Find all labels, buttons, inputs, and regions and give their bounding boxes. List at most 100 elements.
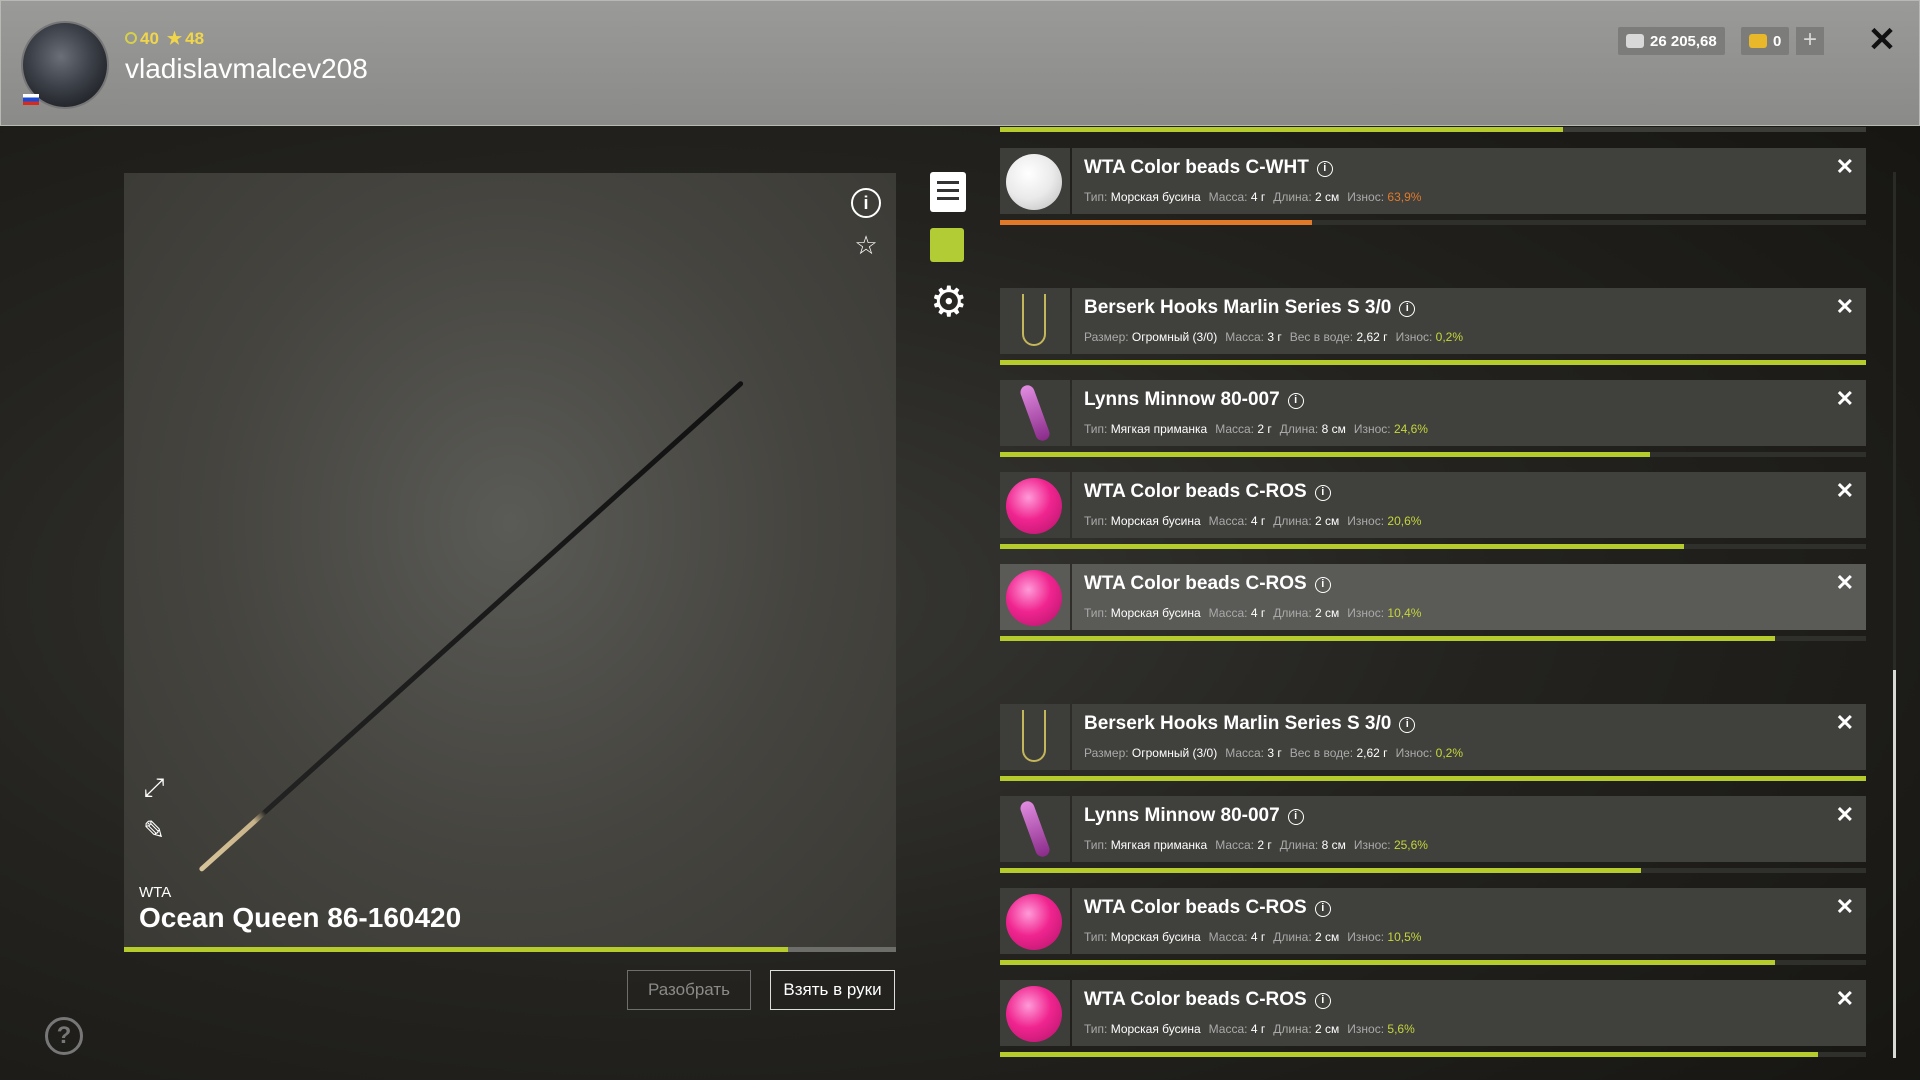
gear-icon[interactable]: ⚙ [930, 278, 968, 325]
remove-item-close-icon[interactable]: ✕ [1835, 802, 1854, 827]
hook-icon [1022, 710, 1046, 762]
item-thumbnail [1000, 888, 1070, 954]
info-icon[interactable]: i [1314, 485, 1331, 501]
item-wear-bar [1000, 636, 1866, 641]
item-thumbnail [1000, 564, 1070, 630]
item-wear-bar-fill [1000, 960, 1776, 965]
info-icon[interactable]: i [851, 188, 881, 218]
info-icon[interactable]: i [1287, 809, 1304, 825]
scrollbar-thumb[interactable] [1893, 670, 1896, 1058]
pink-bead-icon [1006, 986, 1062, 1042]
info-icon[interactable]: i [1314, 993, 1331, 1009]
rod-wear-bar-fill [124, 947, 788, 952]
info-icon[interactable]: i [1287, 393, 1304, 409]
remove-item-close-icon[interactable]: ✕ [1835, 570, 1854, 595]
item-wear-bar [1000, 452, 1866, 457]
item-thumbnail [1000, 796, 1070, 862]
item-wear-bar-fill [1000, 544, 1685, 549]
item-wear-bar-fill [1000, 1052, 1818, 1057]
profile-header: 40 ★48 vladislavmalcev208 26 205,68 0 + … [0, 0, 1920, 126]
disassemble-button[interactable]: Разобрать [627, 970, 751, 1010]
favorite-star-icon[interactable]: ☆ [854, 230, 878, 260]
take-in-hands-button[interactable]: Взять в руки [770, 970, 895, 1010]
scrollbar-track[interactable] [1893, 172, 1896, 1058]
item-wear-bar-fill [1000, 360, 1866, 365]
info-icon[interactable]: i [1316, 161, 1333, 177]
silver-balance: 26 205,68 [1618, 27, 1725, 55]
item-wear-bar-fill [1000, 776, 1866, 781]
info-icon[interactable]: i [1314, 577, 1331, 593]
item-thumbnail [1000, 288, 1070, 354]
remove-item-close-icon[interactable]: ✕ [1835, 894, 1854, 919]
soft-lure-icon [1018, 383, 1052, 443]
rating-indicator: ★48 [166, 29, 205, 48]
rod-wear-bar [124, 947, 896, 952]
remove-item-close-icon[interactable]: ✕ [1835, 294, 1854, 319]
item-wear-bar [1000, 220, 1866, 225]
rod-image[interactable] [124, 173, 896, 951]
rig-top-bar-fill [1000, 127, 1563, 132]
remove-item-close-icon[interactable]: ✕ [1835, 386, 1854, 411]
remove-item-close-icon[interactable]: ✕ [1835, 986, 1854, 1011]
level-icon [125, 32, 137, 44]
item-thumbnail [1000, 980, 1070, 1046]
rig-top-bar [1000, 127, 1866, 132]
rod-brand: WTA [139, 884, 172, 901]
info-icon[interactable]: i [1399, 717, 1416, 733]
close-icon[interactable]: ✕ [1867, 21, 1897, 59]
remove-item-close-icon[interactable]: ✕ [1835, 154, 1854, 179]
document-icon[interactable] [930, 172, 966, 212]
rename-pencil-icon[interactable]: ✎ [143, 815, 165, 845]
puzzle-icon[interactable] [930, 228, 964, 262]
item-wear-bar [1000, 360, 1866, 365]
item-thumbnail [1000, 704, 1070, 770]
item-wear-bar [1000, 776, 1866, 781]
rod-name: Ocean Queen 86-160420 [139, 902, 462, 933]
remove-item-close-icon[interactable]: ✕ [1835, 478, 1854, 503]
item-thumbnail [1000, 148, 1070, 214]
pink-bead-icon [1006, 478, 1062, 534]
item-thumbnail [1000, 472, 1070, 538]
remove-item-close-icon[interactable]: ✕ [1835, 710, 1854, 735]
info-icon[interactable]: i [1314, 901, 1331, 917]
hook-icon [1022, 294, 1046, 346]
silver-coin-icon [1626, 34, 1644, 48]
add-gold-button[interactable]: + [1796, 27, 1824, 55]
item-thumbnail [1000, 380, 1070, 446]
soft-lure-icon [1018, 799, 1052, 859]
expand-icon[interactable]: ⤢ [143, 772, 165, 802]
info-icon[interactable]: i [1399, 301, 1416, 317]
item-wear-bar-fill [1000, 636, 1776, 641]
username: vladislavmalcev208 [125, 53, 368, 84]
help-icon[interactable]: ? [45, 1017, 83, 1055]
